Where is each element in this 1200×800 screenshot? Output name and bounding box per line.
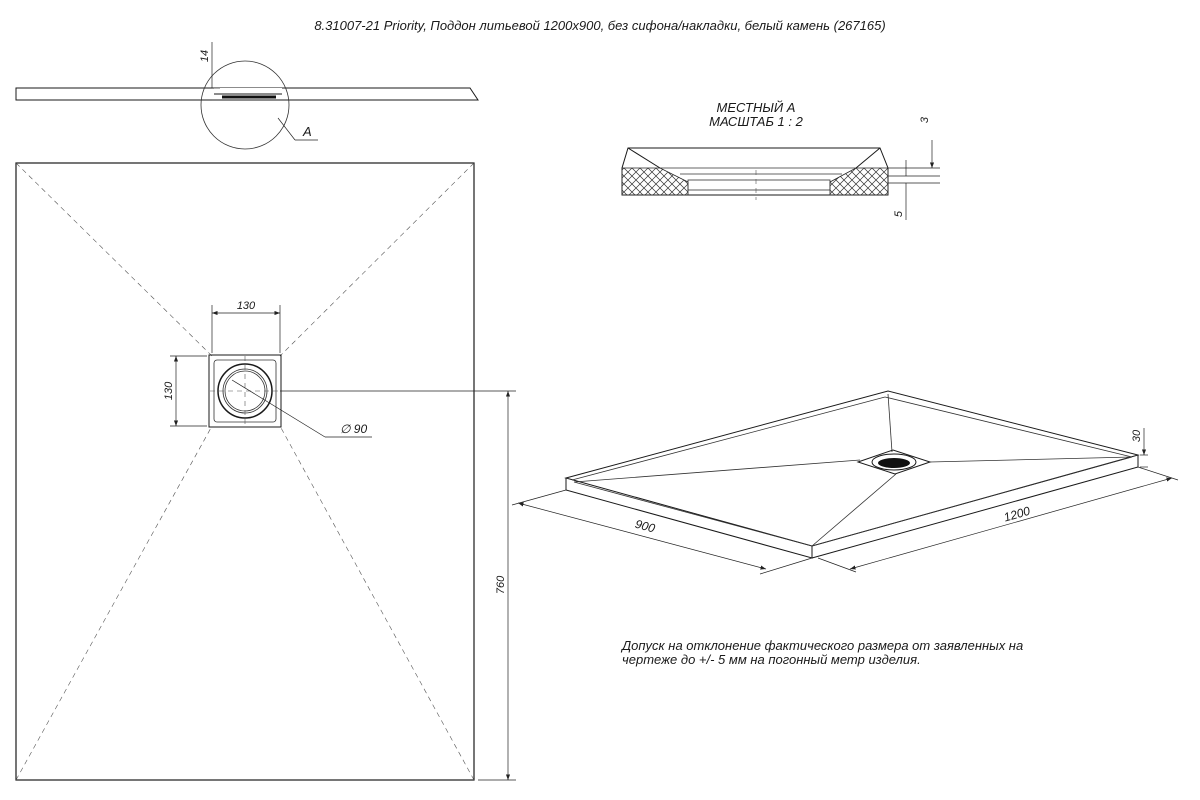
plan-view: 130 130 ∅ 90 760 bbox=[15, 162, 516, 781]
cross-section-view: A 14 bbox=[15, 42, 479, 150]
dim-drain-offset: 760 bbox=[495, 575, 507, 594]
iso-drain bbox=[856, 449, 932, 475]
detail-title-line2: МАСШТАБ 1 : 2 bbox=[709, 114, 803, 129]
detail-callout-circle bbox=[200, 60, 290, 150]
dim-drain-height: 130 bbox=[163, 381, 175, 400]
drawing-title: 8.31007-21 Priority, Поддон литьевой 120… bbox=[314, 18, 885, 33]
dim-detail-top: 3 bbox=[919, 116, 931, 123]
dim-drain-width: 130 bbox=[237, 300, 256, 312]
tray-outline bbox=[15, 162, 475, 781]
detail-title-line1: МЕСТНЫЙ А bbox=[717, 99, 796, 115]
dim-detail-bottom: 5 bbox=[893, 210, 905, 217]
detail-a-view: МЕСТНЫЙ А МАСШТАБ 1 : 2 3 5 bbox=[621, 99, 940, 220]
drain-circle-outer bbox=[217, 363, 273, 419]
dim-section-height: 14 bbox=[199, 50, 211, 62]
dim-drain-diameter: ∅ 90 bbox=[340, 422, 367, 436]
tolerance-note-line1: Допуск на отклонение фактического размер… bbox=[620, 638, 1023, 653]
dim-iso-height: 30 bbox=[1131, 429, 1143, 442]
isometric-view: 900 1200 30 bbox=[511, 390, 1179, 575]
callout-label-a: A bbox=[302, 124, 312, 139]
dim-iso-width: 900 bbox=[634, 517, 657, 536]
tolerance-note-line2: чертеже до +/- 5 мм на погонный метр изд… bbox=[622, 652, 921, 667]
